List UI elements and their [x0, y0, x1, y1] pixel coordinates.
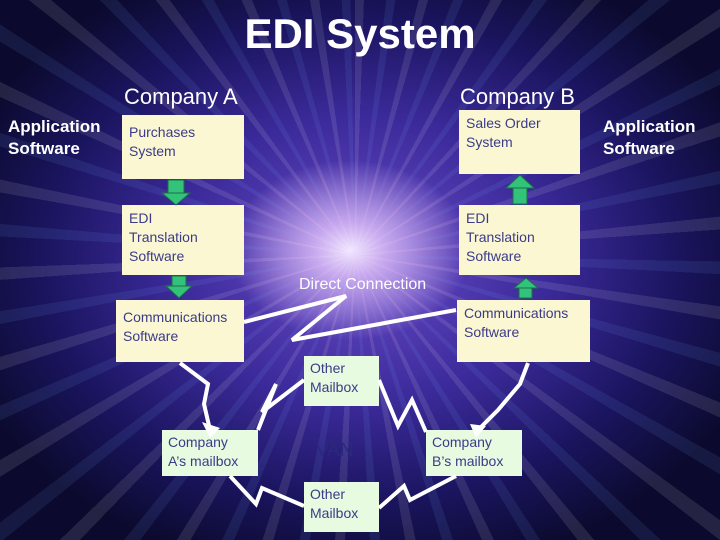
comm-b-to-mailbox-line — [476, 362, 530, 432]
other-top-to-mailbox-b-line — [377, 379, 428, 433]
edi-translation-a-label: EDI Translation Software — [129, 210, 198, 264]
company-a-label: Company A — [124, 84, 238, 109]
communications-a-box: Communications Software — [116, 300, 244, 362]
purchases-system-label: Purchases System — [129, 124, 196, 159]
application-software-right: Application Software — [603, 117, 696, 158]
down-arrow-icon — [160, 179, 192, 206]
down-arrow-icon — [164, 275, 194, 299]
up-arrow-icon — [504, 174, 536, 205]
other-bottom-to-mailbox-b-line — [377, 474, 457, 510]
direct-connection-line — [243, 294, 457, 342]
mailbox-a-to-other-top-line — [256, 378, 306, 431]
purchases-system-box: Purchases System — [122, 115, 244, 179]
communications-a-label: Communications Software — [123, 309, 228, 344]
company-b-label: Company B — [460, 84, 575, 109]
application-software-left: Application Software — [8, 117, 101, 158]
communications-b-box: Communications Software — [457, 300, 590, 362]
sales-order-system-label: Sales Order System — [466, 115, 541, 150]
edi-translation-b-label: EDI Translation Software — [466, 210, 535, 264]
page-title: EDI System — [244, 10, 476, 57]
company-b-mailbox: Company B’s mailbox — [426, 430, 522, 476]
edi-translation-a-box: EDI Translation Software — [122, 205, 244, 275]
mailbox-a-to-other-bottom-line — [228, 474, 305, 508]
comm-a-to-mailbox-line — [178, 361, 212, 431]
communications-b-label: Communications Software — [464, 305, 569, 340]
other-mailbox-bottom: Other Mailbox — [304, 482, 379, 532]
other-mailbox-top: Other Mailbox — [304, 356, 379, 406]
edi-translation-b-box: EDI Translation Software — [459, 205, 580, 275]
direct-connection-label: Direct Connection — [299, 276, 427, 293]
company-a-mailbox: Company A’s mailbox — [162, 430, 258, 476]
sales-order-system-box: Sales Order System — [459, 110, 580, 174]
van-label: VAN — [316, 440, 354, 461]
up-arrow-icon — [512, 277, 540, 299]
